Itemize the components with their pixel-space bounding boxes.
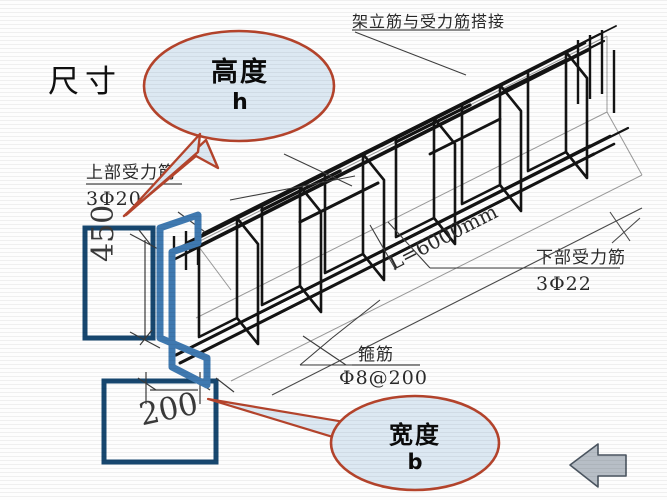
stirrups [197, 50, 589, 346]
stirrup-spec: Φ8@200 [339, 367, 428, 389]
bottom-rebar-label: 下部受力筋 [536, 248, 626, 268]
height-callout-tail-tip [124, 132, 202, 217]
page-title: 尺寸 [48, 64, 122, 100]
label-underlines [86, 29, 620, 366]
height-dimension-arrows [129, 229, 161, 349]
top-rebar-spec: 3Φ20 [86, 188, 142, 210]
height-dimension-box [82, 225, 156, 341]
width-callout-bubble[interactable] [329, 394, 501, 492]
stirrup-label: 箍筋 [358, 345, 394, 365]
height-callout-bubble[interactable] [142, 29, 336, 143]
length-dimension-line [271, 207, 643, 396]
end-hook-bars [576, 30, 616, 113]
highlighted-stirrup [156, 211, 211, 389]
top-rebar-label: 上部受力筋 [86, 163, 176, 183]
erection-lap-label: 架立筋与受力筋搭接 [352, 12, 506, 31]
bottom-rebar-spec: 3Φ22 [536, 273, 592, 295]
back-arrow-icon[interactable] [569, 443, 627, 488]
width-dimension-box [101, 378, 219, 465]
